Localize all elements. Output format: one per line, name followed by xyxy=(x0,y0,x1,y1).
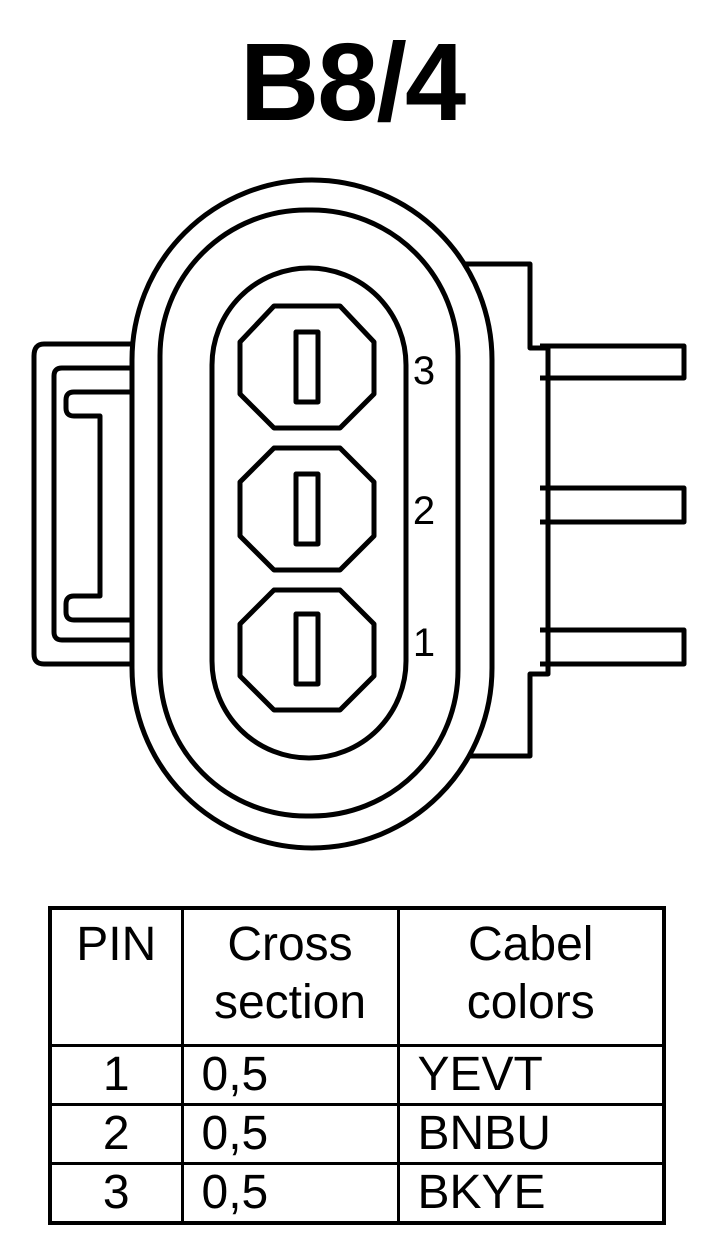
cell-pin: 1 xyxy=(48,1044,184,1106)
connector-title: B8/4 xyxy=(239,21,466,144)
terminal-3 xyxy=(540,343,687,381)
pin-cavity-frame xyxy=(209,265,409,761)
table-header-row: PIN Cross section Cabel colors xyxy=(48,906,666,1047)
header-pin: PIN xyxy=(48,906,184,1047)
header-cabel-colors: Cabel colors xyxy=(396,906,666,1047)
socket-1 xyxy=(237,587,377,713)
cell-cross-section: 0,5 xyxy=(180,1103,400,1165)
slot-3 xyxy=(293,329,321,405)
terminal-2 xyxy=(540,485,687,525)
cell-pin: 2 xyxy=(48,1103,184,1165)
slot-1 xyxy=(293,611,321,687)
housing-inner xyxy=(157,207,461,819)
socket-2 xyxy=(237,445,377,573)
slot-2 xyxy=(293,471,321,547)
cell-cross-section: 0,5 xyxy=(180,1044,400,1106)
terminal-1 xyxy=(540,627,687,667)
header-cross-section: Cross section xyxy=(180,906,400,1047)
latch-inner xyxy=(51,365,170,643)
cell-color: BNBU xyxy=(396,1103,666,1165)
cell-color: BKYE xyxy=(396,1162,666,1225)
cell-color: YEVT xyxy=(396,1044,666,1106)
socket-3 xyxy=(237,303,377,431)
table-row: 2 0,5 BNBU xyxy=(48,1103,666,1165)
table-row: 3 0,5 BKYE xyxy=(48,1162,666,1225)
pin-label-2: 2 xyxy=(413,489,435,533)
pin-label-3: 3 xyxy=(413,349,435,393)
cell-pin: 3 xyxy=(48,1162,184,1225)
pin-table: PIN Cross section Cabel colors 1 0,5 YEV… xyxy=(48,906,666,1225)
cell-cross-section: 0,5 xyxy=(180,1162,400,1225)
connector-diagram: 3 2 1 xyxy=(31,177,687,851)
table-row: 1 0,5 YEVT xyxy=(48,1044,666,1106)
latch-hook-top xyxy=(63,389,170,623)
pin-label-1: 1 xyxy=(413,621,435,665)
